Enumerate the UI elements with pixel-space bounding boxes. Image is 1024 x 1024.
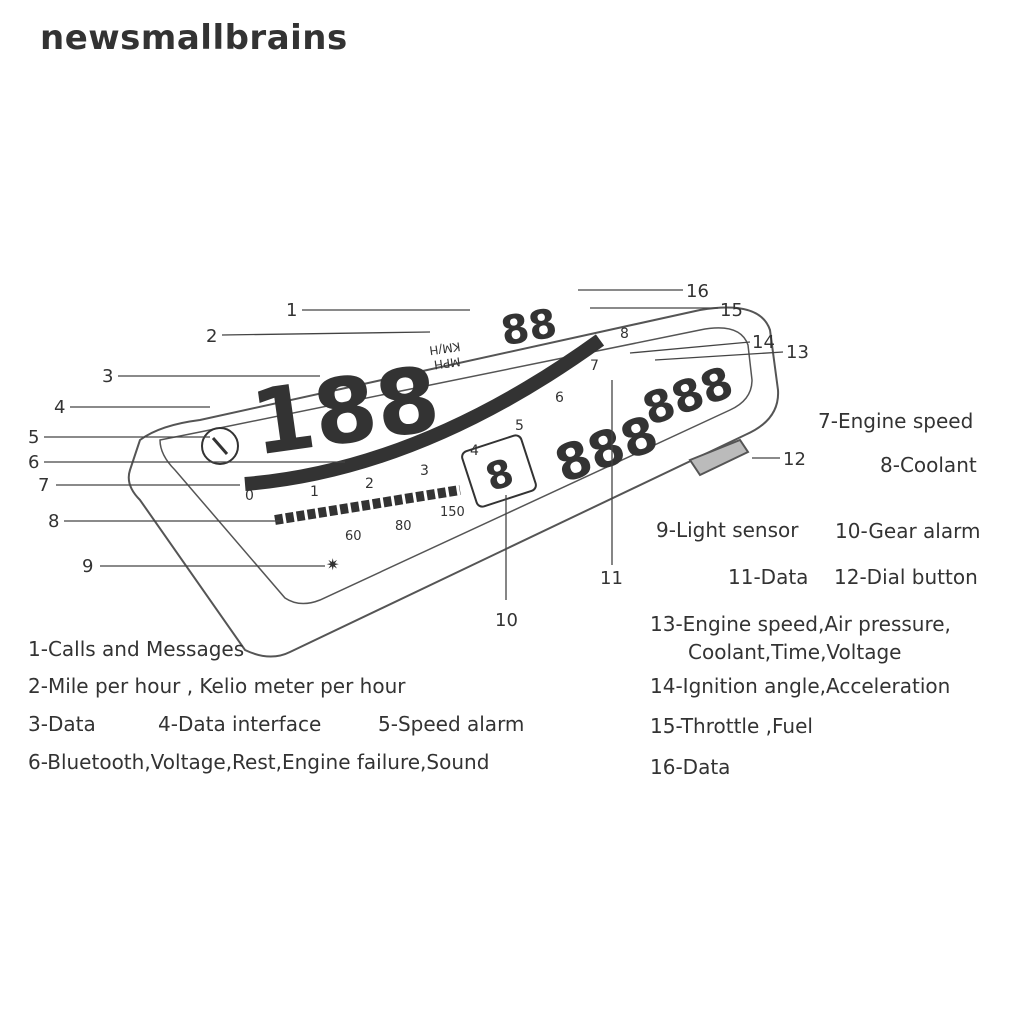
rpm-tick-2: 2 (365, 476, 374, 492)
coolant-scale-labels: 60 80 150 (345, 505, 465, 544)
device-screen-frame (159, 327, 753, 605)
speed-alarm-icon (201, 427, 239, 465)
legend-4: 4-Data interface (158, 712, 321, 736)
rpm-tick-8: 8 (620, 326, 629, 342)
callout-14: 14 (752, 332, 775, 353)
top-data-digits: 88 (498, 300, 561, 355)
legend-13b: Coolant,Time,Voltage (688, 640, 901, 664)
callout-13: 13 (786, 342, 809, 363)
legend-7: 7-Engine speed (818, 409, 973, 433)
callout-4: 4 (54, 397, 65, 418)
callout-2: 2 (206, 326, 217, 347)
legend-11: 11-Data (728, 565, 808, 589)
callout-8: 8 (48, 511, 59, 532)
legend-12: 12-Dial button (834, 565, 978, 589)
unit-kmh: KM/H (428, 339, 461, 357)
gear-box (461, 434, 537, 508)
gear-digit: 8 (480, 450, 519, 500)
legend-1: 1-Calls and Messages (28, 637, 244, 661)
callout-5: 5 (28, 427, 39, 448)
rpm-tick-5: 5 (515, 418, 524, 434)
side-data-digits: 888 (636, 357, 740, 436)
callout-10: 10 (495, 610, 518, 631)
rpm-tick-3: 3 (420, 463, 429, 479)
coolant-bar (274, 485, 461, 525)
legend-10: 10-Gear alarm (835, 519, 980, 543)
legend-left: 1-Calls and Messages 2-Mile per hour , K… (28, 637, 524, 774)
rpm-arc (244, 334, 605, 491)
coolant-tick-60: 60 (345, 529, 362, 544)
rpm-scale-labels: 0 1 2 3 4 5 6 7 8 (245, 326, 629, 504)
legend-8: 8-Coolant (880, 453, 977, 477)
callout-16: 16 (686, 281, 709, 302)
rpm-tick-1: 1 (310, 484, 319, 500)
legend-5: 5-Speed alarm (378, 712, 524, 736)
dial-button-12 (688, 438, 750, 477)
rpm-tick-4: 4 (470, 443, 479, 459)
legend-3: 3-Data (28, 712, 96, 736)
rpm-tick-6: 6 (555, 390, 564, 406)
device-outer-shell (127, 306, 780, 658)
coolant-tick-80: 80 (395, 519, 412, 534)
callout-7: 7 (38, 475, 49, 496)
light-sensor-icon: ✷ (326, 555, 339, 574)
callout-12: 12 (783, 449, 806, 470)
callout-3: 3 (102, 366, 113, 387)
callout-11: 11 (600, 568, 623, 589)
legend-13a: 13-Engine speed,Air pressure, (650, 612, 951, 636)
callout-15: 15 (720, 300, 743, 321)
legend-16: 16-Data (650, 755, 730, 779)
callout-9: 9 (82, 556, 93, 577)
legend-9: 9-Light sensor (656, 518, 799, 542)
coolant-tick-150: 150 (440, 505, 465, 520)
rpm-tick-7: 7 (590, 358, 599, 374)
hud-device (127, 306, 780, 658)
callout-1: 1 (286, 300, 297, 321)
speed-digits: 188 (245, 347, 446, 477)
legend-right-upper: 7-Engine speed 8-Coolant 9-Light sensor … (650, 409, 980, 779)
unit-mph: MPH (433, 354, 461, 372)
legend-15: 15-Throttle ,Fuel (650, 714, 813, 738)
legend-14: 14-Ignition angle,Acceleration (650, 674, 950, 698)
rpm-tick-0: 0 (245, 488, 254, 504)
legend-6: 6-Bluetooth,Voltage,Rest,Engine failure,… (28, 750, 489, 774)
callout-6: 6 (28, 452, 39, 473)
leader-lines (44, 289, 784, 600)
legend-2: 2-Mile per hour , Kelio meter per hour (28, 674, 406, 698)
brand-logo: newsmallbrains (40, 18, 348, 58)
callout-numbers: 1 2 3 4 5 6 7 8 9 10 11 12 13 14 15 16 (28, 281, 809, 631)
